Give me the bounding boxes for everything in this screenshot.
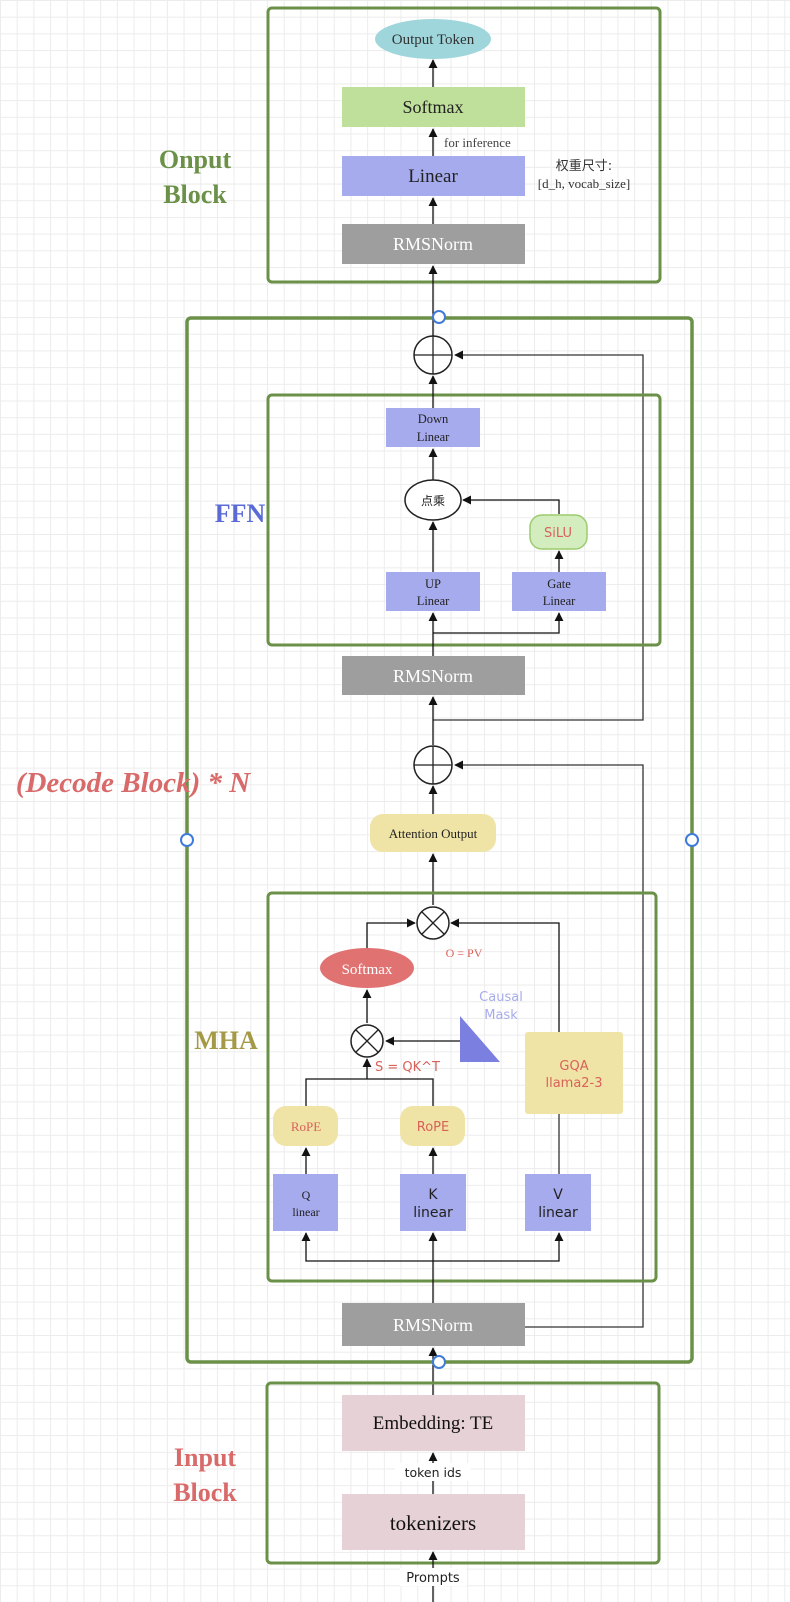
q-linear-node[interactable]	[273, 1174, 338, 1231]
times-icon-b	[355, 1029, 379, 1053]
rope-k-label: RoPE	[417, 1120, 449, 1135]
q-linear-label-1: Q	[302, 1188, 311, 1202]
arrow-fan-to-v	[433, 1232, 564, 1262]
k-linear-node[interactable]	[400, 1174, 466, 1231]
tokenizers-node[interactable]	[342, 1494, 525, 1550]
output-rmsnorm-label: RMSNorm	[393, 234, 473, 254]
input-block-frame[interactable]	[265, 1381, 661, 1565]
output-linear-node[interactable]	[342, 156, 525, 196]
rope-k-node[interactable]	[400, 1106, 465, 1146]
ffn-rmsnorm-node[interactable]	[342, 656, 525, 695]
residual-skip-attn	[454, 760, 644, 1328]
residual-skip-ffn	[433, 350, 644, 721]
embedding-node[interactable]	[342, 1395, 525, 1451]
down-linear-node[interactable]	[386, 408, 480, 447]
causal-mask-label-2: Mask	[484, 1008, 518, 1023]
mha-label: MHA	[194, 1026, 258, 1055]
decode-block-label: (Decode Block) * N	[16, 767, 251, 799]
k-linear-label-2: linear	[413, 1205, 453, 1221]
arrow-gqa-to-pv	[450, 918, 560, 1033]
v-linear-label-1: V	[553, 1187, 563, 1203]
up-linear-label-1: UP	[425, 577, 441, 591]
input-block-label-line1: Input	[174, 1443, 236, 1472]
weight-size-note-line1: 权重尺寸:	[556, 158, 612, 174]
token-ids-label-bg	[395, 1463, 471, 1481]
resize-handle-top[interactable]	[432, 310, 446, 324]
arrow-softmax-to-pv	[366, 918, 416, 948]
down-linear-label-1: Down	[418, 412, 449, 426]
resize-handle-left[interactable]	[180, 833, 194, 847]
arrow-norm-to-gate	[433, 612, 564, 634]
output-block-frame[interactable]	[266, 6, 662, 284]
silu-node[interactable]	[529, 514, 588, 550]
output-block-label-line2: Block	[163, 180, 227, 209]
ffn-block-frame[interactable]	[266, 393, 662, 647]
attention-output-node[interactable]	[370, 814, 496, 852]
o-eq-pv-label: O = PV	[446, 946, 483, 960]
up-linear-node[interactable]	[386, 572, 480, 611]
k-linear-label-1: K	[428, 1187, 438, 1203]
down-linear-label-2: Linear	[417, 430, 450, 444]
output-linear-label: Linear	[408, 166, 458, 187]
output-block-label-line1: Onput	[159, 145, 232, 174]
rope-q-node[interactable]	[273, 1106, 338, 1146]
gate-linear-node[interactable]	[512, 572, 606, 611]
attn-softmax-node[interactable]	[320, 948, 414, 988]
token-ids-label: token ids	[405, 1465, 462, 1480]
for-inference-note: for inference	[444, 135, 511, 150]
arrow-silu-to-dotmul	[462, 495, 560, 514]
output-rmsnorm-node[interactable]	[342, 224, 525, 264]
times-icon-b	[421, 911, 445, 935]
input-block-label-line2: Block	[173, 1478, 237, 1507]
arrow-rope-to-qk	[305, 1078, 434, 1111]
rope-q-label: RoPE	[291, 1119, 321, 1134]
resize-handle-bottom[interactable]	[432, 1355, 446, 1369]
gqa-label-1: GQA	[559, 1059, 588, 1074]
gate-linear-label-1: Gate	[547, 577, 571, 591]
up-linear-label-2: Linear	[417, 594, 450, 608]
mha-block-frame[interactable]	[266, 891, 658, 1283]
output-softmax-label: Softmax	[403, 97, 464, 117]
attn-rmsnorm-node[interactable]	[342, 1303, 525, 1346]
causal-mask-label-1: Causal	[479, 990, 523, 1005]
attn-softmax-label: Softmax	[342, 962, 393, 978]
v-linear-node[interactable]	[525, 1174, 591, 1231]
output-softmax-node[interactable]	[342, 87, 525, 127]
prompts-label: Prompts	[406, 1571, 460, 1586]
embedding-label: Embedding: TE	[373, 1413, 494, 1434]
attention-output-label: Attention Output	[389, 826, 478, 841]
v-linear-label-2: linear	[538, 1205, 578, 1221]
output-token-node[interactable]	[375, 19, 491, 59]
gate-linear-label-2: Linear	[543, 594, 576, 608]
resize-handle-right[interactable]	[685, 833, 699, 847]
arrow-fan-to-q	[301, 1232, 433, 1262]
tokenizers-label: tokenizers	[390, 1511, 476, 1535]
attn-rmsnorm-label: RMSNorm	[393, 1315, 473, 1335]
s-eq-qkt-label: S = QK^T	[375, 1060, 440, 1075]
weight-size-note-line2: [d_h, vocab_size]	[538, 176, 630, 191]
causal-mask-triangle[interactable]	[460, 1016, 500, 1062]
ffn-rmsnorm-label: RMSNorm	[393, 666, 473, 686]
gqa-node[interactable]	[525, 1032, 623, 1114]
ffn-label: FFN	[215, 499, 266, 528]
silu-label: SiLU	[544, 526, 572, 541]
gqa-label-2: llama2-3	[545, 1076, 602, 1091]
q-linear-label-2: linear	[292, 1205, 319, 1219]
dot-mul-node[interactable]	[404, 479, 462, 521]
dot-mul-label: 点乘	[421, 494, 445, 508]
prompts-label-bg	[400, 1568, 466, 1586]
output-token-label: Output Token	[392, 32, 475, 48]
